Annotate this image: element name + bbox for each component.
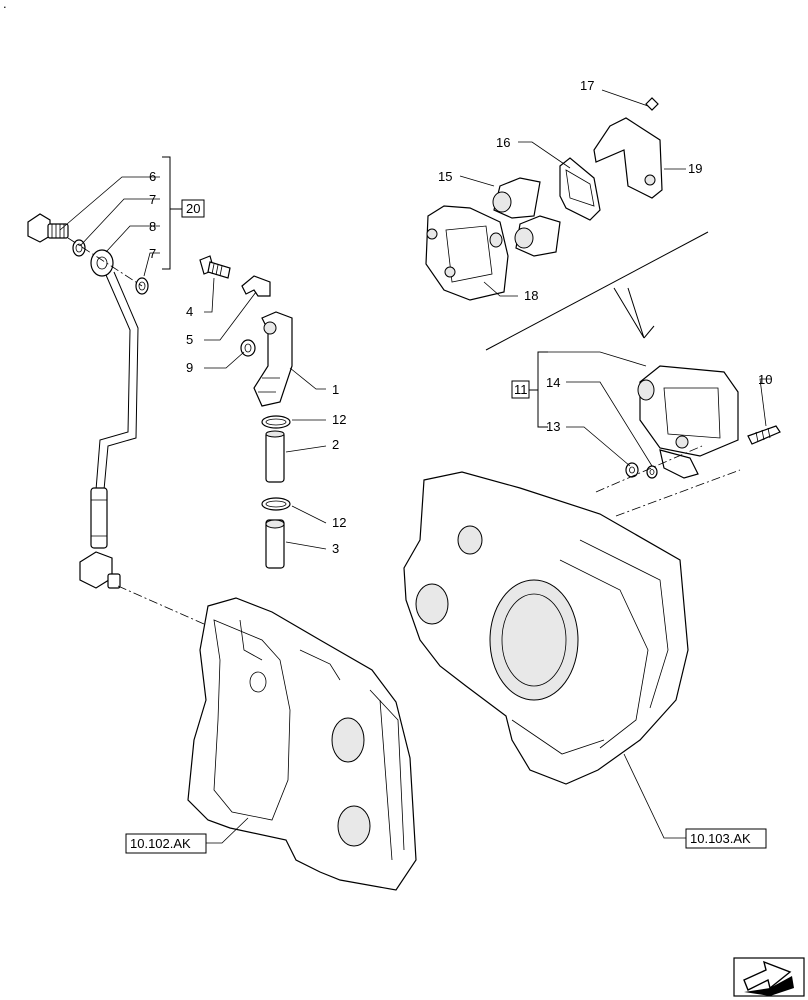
callout-12-upper: 12 <box>332 412 346 427</box>
reference-10-102-ak[interactable]: 10.102.AK <box>125 833 207 854</box>
next-page-arrow-icon[interactable] <box>733 957 805 997</box>
callout-9: 9 <box>186 360 193 375</box>
callout-5: 5 <box>186 332 193 347</box>
reference-10-103-ak-label: 10.103.AK <box>690 831 751 846</box>
callout-3: 3 <box>332 541 339 556</box>
timing-cover-10-102 <box>187 597 417 891</box>
reference-10-102-ak-label: 10.102.AK <box>130 836 191 851</box>
callout-7-lower: 7 <box>149 246 156 261</box>
elbow-bracket-group <box>199 255 293 569</box>
breather-exploded-group <box>425 89 709 351</box>
callout-2: 2 <box>332 437 339 452</box>
corner-mark: . <box>3 0 7 11</box>
callout-10: 10 <box>758 372 772 387</box>
callout-18: 18 <box>524 288 538 303</box>
group-11-label: 11 <box>514 382 528 397</box>
callout-15: 15 <box>438 169 452 184</box>
callout-labels: 1 2 3 4 5 6 7 8 7 9 10 12 12 13 14 15 16… <box>149 78 772 556</box>
oil-pipe-assembly <box>27 213 223 633</box>
group-box-11: 11 <box>511 380 530 399</box>
callout-16: 16 <box>496 135 510 150</box>
group-box-20: 20 <box>181 199 205 218</box>
reference-10-103-ak[interactable]: 10.103.AK <box>685 828 767 849</box>
callout-6: 6 <box>149 169 156 184</box>
flywheel-housing-10-103 <box>403 471 689 785</box>
breather-assembly <box>595 365 781 517</box>
callout-7-upper: 7 <box>149 192 156 207</box>
callout-1: 1 <box>332 382 339 397</box>
group-20-label: 20 <box>186 201 200 216</box>
callout-4: 4 <box>186 304 193 319</box>
callout-13: 13 <box>546 419 560 434</box>
callout-12-lower: 12 <box>332 515 346 530</box>
callout-14: 14 <box>546 375 560 390</box>
leader-lines <box>59 141 772 844</box>
callout-17: 17 <box>580 78 594 93</box>
callout-19: 19 <box>688 161 702 176</box>
callout-8: 8 <box>149 219 156 234</box>
